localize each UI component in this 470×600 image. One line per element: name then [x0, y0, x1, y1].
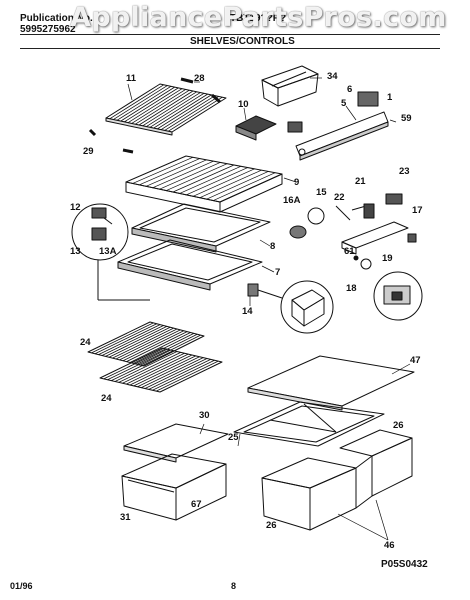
part-label-18: 18 — [346, 283, 357, 294]
shelf-frame-8 — [131, 203, 271, 253]
part-label-59: 59 — [401, 113, 412, 124]
detail-circle-12-13 — [71, 203, 129, 261]
part-label-10: 10 — [238, 99, 249, 110]
shelf-bracket-29b — [122, 148, 134, 154]
part-label-21: 21 — [355, 176, 366, 187]
part-label-9: 9 — [294, 177, 300, 188]
crisper-frame-25 — [233, 401, 385, 447]
part-label-19: 19 — [382, 253, 393, 264]
part-label-5: 5 — [341, 98, 347, 109]
shelf-bracket-28b — [211, 93, 221, 104]
drawer-31 — [121, 453, 227, 521]
footer-page-number: 8 — [231, 581, 237, 591]
diagram-code: P05S0432 — [381, 559, 428, 570]
dairy-bin — [261, 65, 319, 107]
control-housing — [295, 91, 389, 161]
part-label-30: 30 — [199, 410, 210, 421]
shelf-bracket-29a — [88, 128, 97, 137]
detail-circle-19 — [373, 271, 423, 321]
model-number: TBT19??R? — [230, 13, 287, 24]
publication-label: Publication No. — [20, 13, 93, 24]
part-label-46: 46 — [384, 540, 395, 551]
ice-tray — [235, 115, 277, 141]
part-label-31: 31 — [120, 512, 131, 523]
control-parts — [289, 193, 417, 270]
footer-date: 01/96 — [10, 581, 33, 591]
part-label-24b: 24 — [101, 393, 112, 404]
part-label-14: 14 — [242, 306, 253, 317]
wire-shelf-24a — [87, 321, 205, 367]
part-label-8: 8 — [270, 241, 276, 252]
part-label-11: 11 — [126, 73, 137, 84]
shelf-bracket-28 — [180, 77, 194, 84]
part-label-26a: 26 — [393, 420, 404, 431]
leader-lines — [127, 77, 411, 541]
part-label-26b: 26 — [266, 520, 277, 531]
header-rule-bottom — [20, 48, 440, 49]
part-label-29: 29 — [83, 146, 94, 157]
drawer-cover-30 — [123, 423, 229, 463]
part-label-13a: 13A — [99, 246, 117, 257]
part-label-47: 47 — [410, 355, 421, 366]
wire-shelf-24b — [99, 347, 223, 393]
shelf-frame-7 — [117, 239, 263, 291]
part-label-13: 13 — [70, 246, 81, 257]
part-label-15: 15 — [316, 187, 327, 198]
part-label-12: 12 — [70, 202, 81, 213]
part-label-67: 67 — [191, 499, 202, 510]
part-label-22: 22 — [334, 192, 345, 203]
crisper-drawer-right — [339, 429, 413, 509]
section-title: SHELVES/CONTROLS — [190, 36, 295, 47]
publication-number: 5995275962 — [20, 24, 76, 35]
light-socket-14 — [247, 280, 334, 334]
wire-shelf-top — [105, 83, 227, 136]
part-label-16a: 16A — [283, 195, 301, 206]
part-label-28: 28 — [194, 73, 205, 84]
part-label-1: 1 — [387, 92, 393, 103]
part-label-23: 23 — [399, 166, 410, 177]
part-label-25: 25 — [228, 432, 239, 443]
part-label-17: 17 — [412, 205, 423, 216]
part-label-7: 7 — [275, 267, 281, 278]
part-label-24a: 24 — [80, 337, 91, 348]
glass-shelf-9 — [125, 155, 283, 213]
part-label-61: 61 — [344, 246, 355, 257]
crisper-cover-47 — [247, 355, 415, 411]
header-rule-top — [20, 34, 440, 35]
part-label-34: 34 — [327, 71, 338, 82]
watermark-logo: AppliancePartsPros.com — [70, 2, 447, 33]
bracket-6 — [287, 121, 303, 133]
part-label-6: 6 — [347, 84, 353, 95]
